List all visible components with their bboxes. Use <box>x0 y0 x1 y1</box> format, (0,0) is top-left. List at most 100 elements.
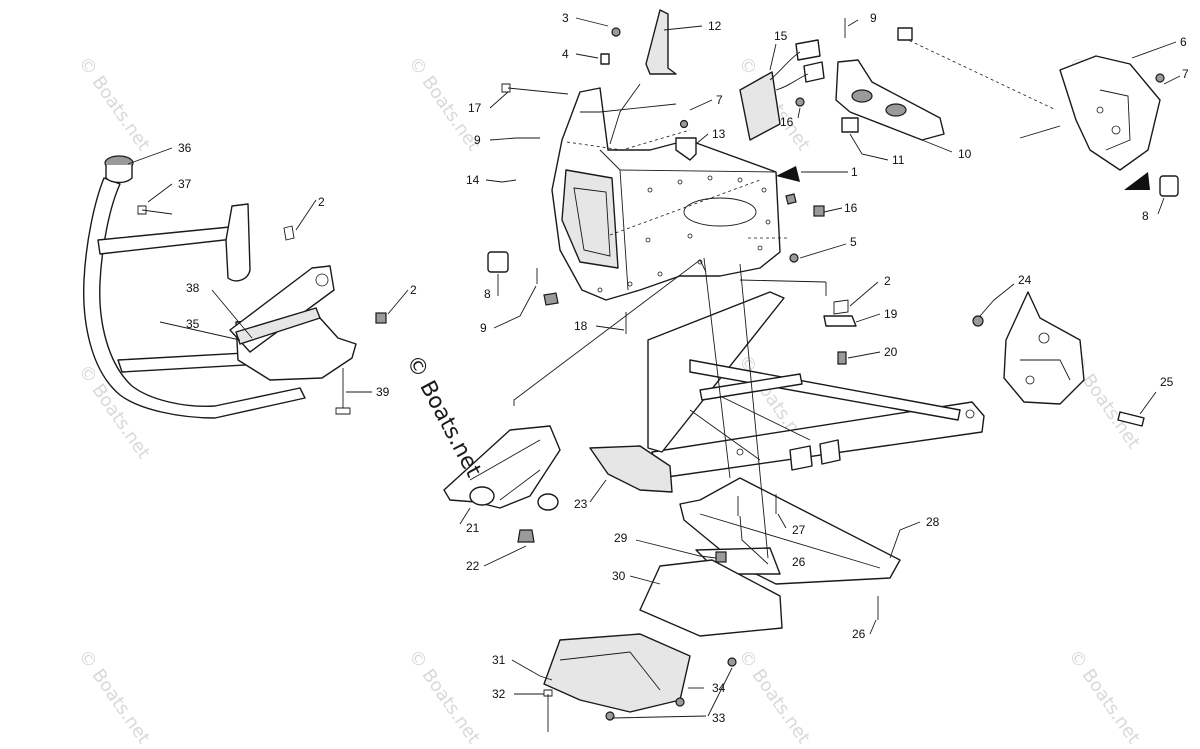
callout-label: 4 <box>562 47 569 61</box>
leader-line <box>847 19 859 27</box>
callout-label: 9 <box>474 133 481 147</box>
callout-label: 35 <box>186 317 200 331</box>
bracket-21-boss <box>537 493 559 511</box>
windshield-panel <box>645 9 677 75</box>
watermark-text: © Boats.net <box>404 646 484 748</box>
callout-label: 7 <box>716 93 723 107</box>
leader-line <box>695 133 709 145</box>
module-connector <box>795 39 821 61</box>
leader-line <box>595 325 625 331</box>
bracket-hole <box>1111 125 1121 135</box>
clip-8 <box>487 251 509 273</box>
leader-line <box>635 539 717 559</box>
callout-label: 33 <box>712 711 726 725</box>
clip-2 <box>833 299 849 315</box>
leader-line <box>689 99 713 111</box>
plate-hole <box>851 89 873 103</box>
headlight-opening <box>561 169 619 269</box>
rivet-hole <box>657 271 663 277</box>
leader-line <box>921 139 953 153</box>
bracket-6 <box>1059 55 1161 171</box>
callout-label: 25 <box>1160 375 1174 389</box>
callout-label: 16 <box>780 115 794 129</box>
leader-line <box>769 43 777 71</box>
housing-logo <box>683 197 757 227</box>
leader-line <box>979 283 1015 317</box>
nut-2 <box>375 312 387 324</box>
bumper-bracket <box>225 203 251 282</box>
leader-line <box>127 147 173 165</box>
bracket-24 <box>1003 291 1085 405</box>
leader-line <box>611 667 733 719</box>
callout-label: 24 <box>1018 273 1032 287</box>
screw-18 <box>543 292 559 306</box>
rivet-hole <box>687 233 693 239</box>
rail-tab <box>897 27 913 41</box>
callout-layer: 1 2 2 2 3 4 5 6 7 7 8 8 9 9 9 10 11 12 1… <box>127 11 1189 725</box>
callout-label: 20 <box>884 345 898 359</box>
screw-33 <box>727 657 737 667</box>
bumper-arm-hole <box>315 273 329 287</box>
rivet-hole <box>707 175 713 181</box>
leader-line <box>493 285 537 329</box>
bracket-6-detail <box>1099 89 1131 151</box>
leader-line <box>703 257 731 479</box>
leader-line <box>847 351 881 359</box>
clip-19 <box>823 315 857 327</box>
bumper-crossbar <box>97 225 243 255</box>
screw-3 <box>611 27 621 37</box>
callout-label: 17 <box>468 101 482 115</box>
leader-line <box>1163 75 1181 85</box>
callout-label: 11 <box>892 153 905 167</box>
bracket-21-boss <box>469 486 495 506</box>
leader-line <box>1139 391 1157 415</box>
callout-label: 7 <box>1182 67 1189 81</box>
rivet-14 <box>501 179 517 183</box>
callout-label: 8 <box>1142 209 1149 223</box>
nut-24 <box>972 315 984 327</box>
callout-label: 26 <box>852 627 866 641</box>
callout-label: 22 <box>466 559 480 573</box>
nut-34 <box>675 697 685 707</box>
callout-label: 3 <box>562 11 569 25</box>
headlight-ring <box>573 187 611 257</box>
leader-line <box>511 659 553 681</box>
guard-31 <box>543 633 691 713</box>
callout-label: 1 <box>851 165 858 179</box>
leader-line <box>739 515 769 565</box>
callout-label: 2 <box>884 274 891 288</box>
leader-line <box>589 479 607 503</box>
callout-label: 30 <box>612 569 626 583</box>
bolt-6 <box>1019 125 1061 139</box>
rivet-hole <box>757 245 763 251</box>
leader-line <box>147 183 173 203</box>
assembly-guide <box>903 37 1057 111</box>
bumper-tube <box>83 177 306 419</box>
callout-label: 12 <box>708 19 722 33</box>
callout-label: 6 <box>1180 35 1187 49</box>
bracket-21-detail <box>469 439 541 501</box>
main-frame <box>647 291 985 479</box>
frame-hole <box>965 409 975 419</box>
callout-label: 14 <box>466 173 480 187</box>
leader-line <box>513 259 707 406</box>
plate-10 <box>835 59 945 141</box>
bolt-39 <box>335 368 351 415</box>
watermark-text: © Boats.net <box>734 646 814 748</box>
module-15 <box>739 39 825 141</box>
leader-line <box>1131 41 1177 59</box>
module-connector <box>803 61 825 83</box>
clip-2 <box>283 225 295 241</box>
leader-line <box>159 321 241 341</box>
rivet-hole <box>677 179 683 185</box>
callout-label: 10 <box>958 147 972 161</box>
clip-29 <box>715 551 727 563</box>
module-wire <box>769 51 809 91</box>
leader-line <box>609 83 641 145</box>
leader-line <box>211 289 253 339</box>
assembly-guide <box>609 179 761 236</box>
bolt-17 <box>501 83 569 95</box>
rivet-hole <box>765 219 771 225</box>
callout-label: 23 <box>574 497 588 511</box>
bracket-24-detail <box>1020 359 1071 381</box>
